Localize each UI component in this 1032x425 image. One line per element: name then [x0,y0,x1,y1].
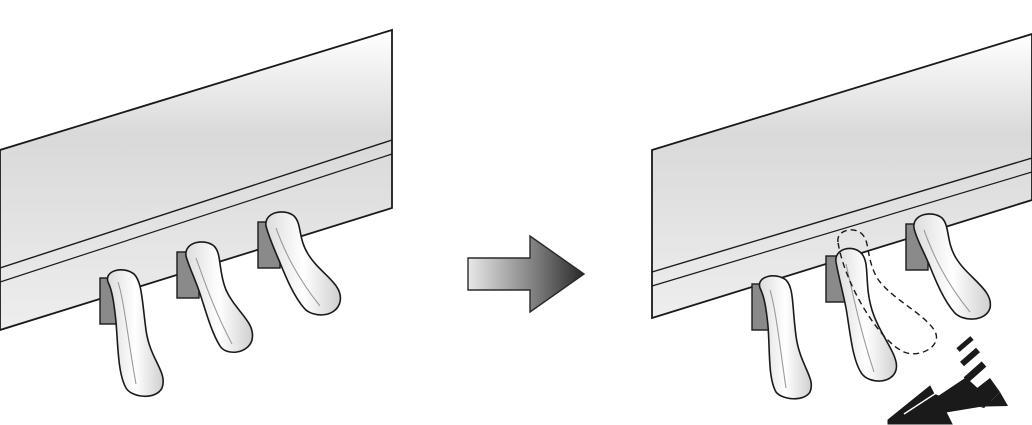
transition-arrow-icon [467,234,586,314]
panel-before [0,28,393,398]
pedal-middle [185,241,254,353]
pedal-right [265,211,342,316]
pedal-middle-ghost [837,229,938,355]
panel-after [651,33,1032,425]
pedal-left [758,275,813,400]
pedal-right [913,213,992,320]
pull-direction-arrow-icon [887,336,1008,425]
pedal-left [106,269,164,398]
pedal-middle-pulled [835,247,898,382]
